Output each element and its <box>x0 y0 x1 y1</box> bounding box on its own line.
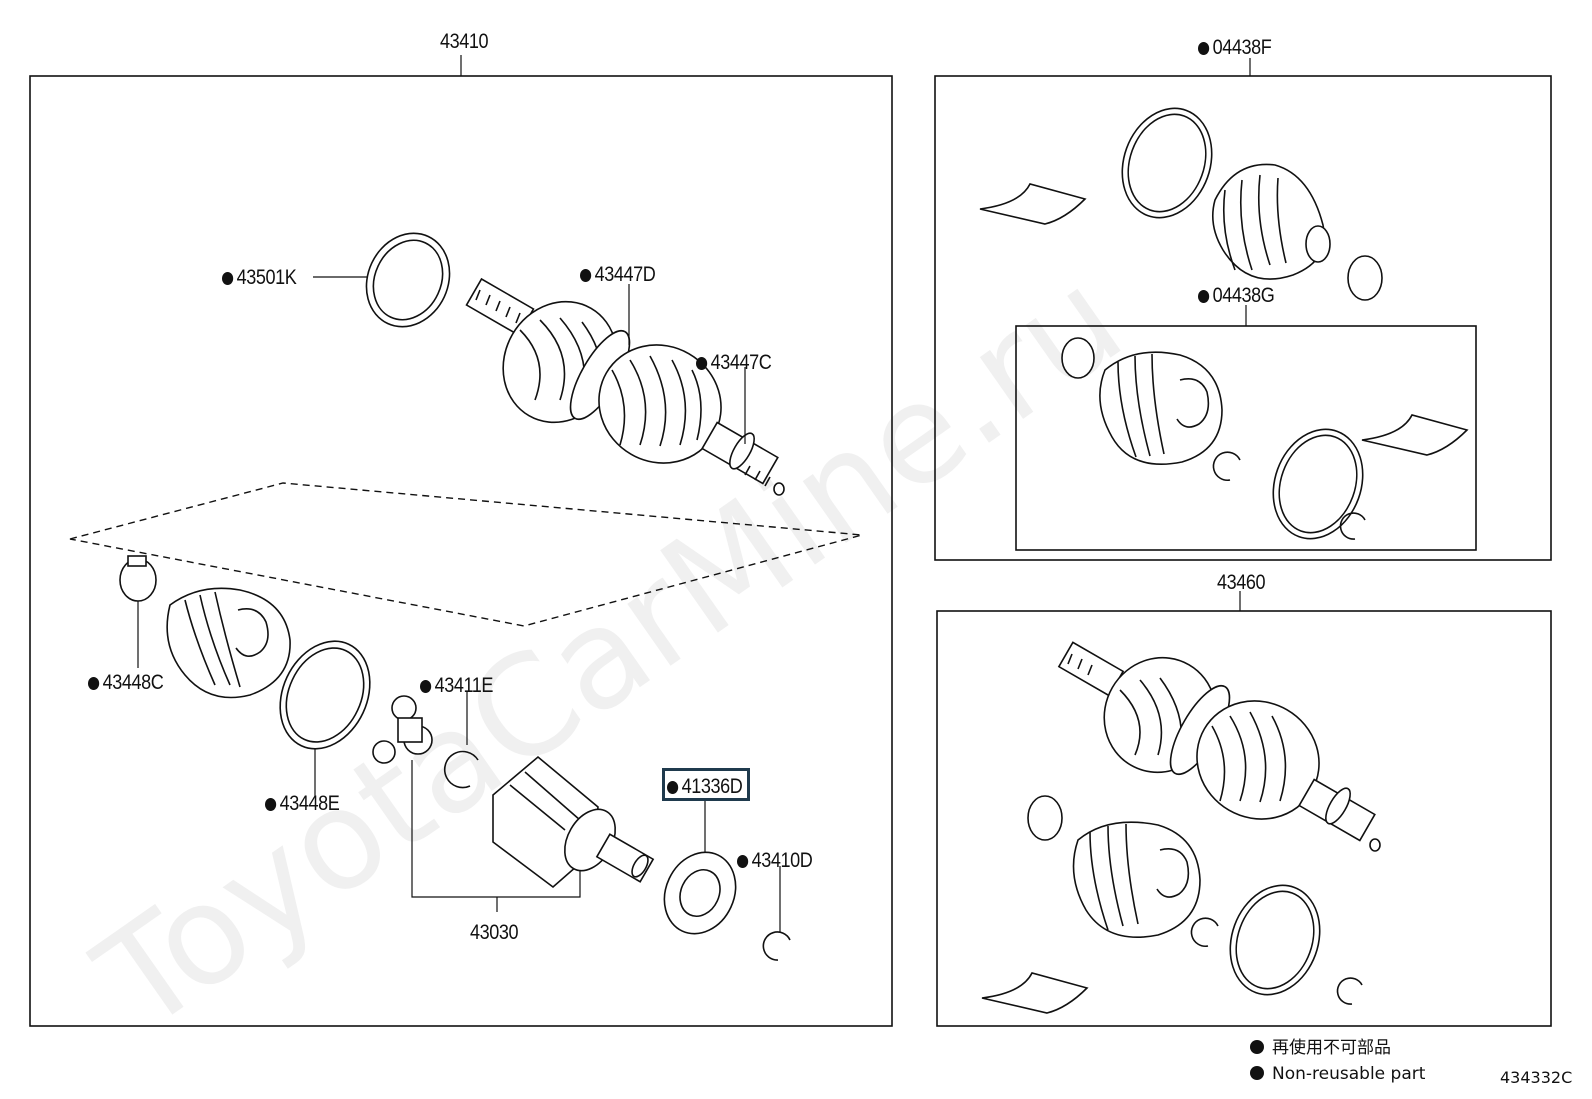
inner-boot <box>166 587 291 699</box>
non-reusable-dot <box>1198 290 1210 303</box>
non-reusable-dot <box>667 781 679 794</box>
non-reusable-dot <box>696 357 708 370</box>
legend-dot <box>1250 1066 1264 1080</box>
snap-ring-kit-g2 <box>1339 512 1366 540</box>
clamp-kit-g <box>1061 337 1095 379</box>
non-reusable-dot <box>222 272 234 285</box>
clamp-kit-f <box>1347 255 1383 301</box>
label-43410: 43410 <box>440 30 489 53</box>
non-reusable-dot <box>1198 42 1210 55</box>
ring-43501k <box>365 232 451 328</box>
snap-ring-kit-g1 <box>1212 451 1241 482</box>
label-43410d: 43410D <box>737 850 813 871</box>
frame-kit-f <box>934 75 1552 561</box>
non-reusable-dot <box>580 269 592 282</box>
legend-english: Non-reusable part <box>1250 1066 1425 1083</box>
snap-ring-43410d <box>762 931 791 961</box>
band-43448e <box>279 640 371 750</box>
grease-pack-43460 <box>981 972 1089 1014</box>
label-43447c: 43447C <box>696 352 772 373</box>
deflector-41336d <box>663 851 737 935</box>
snap-ring-43411e <box>443 750 479 789</box>
outer-shaft-assembly <box>465 277 785 496</box>
non-reusable-dot <box>265 798 277 811</box>
boot-kit-g <box>1099 351 1223 465</box>
label-43030: 43030 <box>470 921 519 944</box>
grease-pack-g <box>1361 414 1469 456</box>
band-kit-f <box>1121 107 1213 219</box>
legend-japanese: 再使用不可部品 <box>1250 1040 1391 1057</box>
frame-43460 <box>936 610 1552 1027</box>
grease-pack-f1 <box>979 183 1087 225</box>
frame-main <box>29 75 893 1027</box>
boot-43460 <box>1072 821 1201 938</box>
dashed-region <box>69 482 863 627</box>
non-reusable-dot <box>420 680 432 693</box>
clamp-43460 <box>1027 795 1063 841</box>
non-reusable-dot <box>88 677 100 690</box>
label-43460: 43460 <box>1217 571 1266 594</box>
non-reusable-dot <box>737 855 749 868</box>
label-43448e: 43448E <box>265 793 340 814</box>
snap-ring-43460a <box>1190 917 1219 948</box>
diagram-code: 434332C <box>1500 1068 1573 1087</box>
label-04438f: 04438F <box>1198 37 1272 58</box>
label-43447d: 43447D <box>580 264 656 285</box>
label-04438g: 04438G <box>1198 285 1275 306</box>
label-43501k: 43501K <box>222 267 297 288</box>
band-kit-g <box>1272 428 1364 540</box>
label-43448c: 43448C <box>88 672 164 693</box>
inboard-joint-43030 <box>492 755 655 889</box>
highlight-box <box>662 768 750 801</box>
band-43460 <box>1229 884 1321 996</box>
snap-ring-43460b <box>1336 977 1363 1005</box>
label-41336d: 41336D <box>667 776 743 797</box>
assembly-43460 <box>1057 641 1381 852</box>
label-43411e: 43411E <box>420 675 493 696</box>
legend-dot <box>1250 1040 1264 1054</box>
tripod-joint <box>372 695 433 764</box>
